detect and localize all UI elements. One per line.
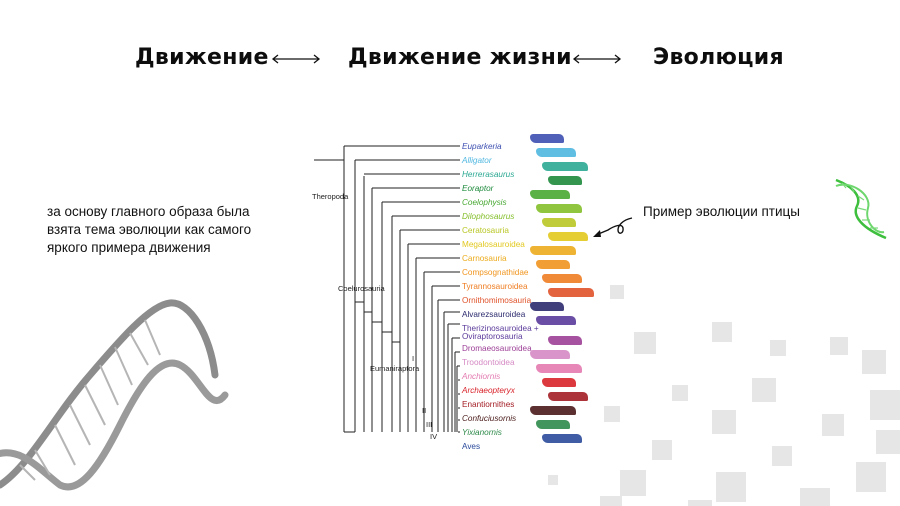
clade-label-roman-i: I (412, 354, 415, 363)
clade-label-coelurosauria: Coelurosauria (338, 284, 385, 293)
curly-arrow-icon (593, 217, 633, 237)
animal-silhouette-icon (536, 420, 570, 429)
taxon-label: Oviraptorosauria (462, 332, 523, 341)
taxon-label: Alvarezsauroidea (462, 310, 526, 319)
taxon-label: Alligator (462, 156, 492, 165)
taxon-label: Megalosauroidea (462, 240, 525, 249)
taxon-label: Coelophysis (462, 198, 507, 207)
animal-silhouette-icon (530, 302, 564, 311)
animal-silhouette-icon (542, 274, 582, 283)
animal-silhouette-icon (548, 336, 582, 345)
taxon-label: Aves (462, 442, 481, 451)
animal-silhouette-icon (530, 134, 564, 143)
taxon-label: Ceratosauria (462, 226, 509, 235)
taxon-label: Tyrannosauroidea (462, 282, 528, 291)
animal-silhouette-icon (530, 350, 570, 359)
animal-silhouette-icon (536, 148, 576, 157)
clade-label-roman-iv: IV (430, 432, 438, 441)
taxon-label: Eoraptor (462, 184, 494, 193)
clade-label-theropoda: Theropoda (312, 192, 349, 201)
taxon-label: Carnosauria (462, 254, 507, 263)
taxon-label: Ornithomimosauria (462, 296, 532, 305)
concept-description: за основу главного образа была взята тем… (47, 204, 252, 255)
taxon-label: Therizinosauroidea + (462, 324, 539, 333)
taxon-label: Anchiornis (462, 372, 501, 381)
animal-silhouette-icon (542, 218, 576, 227)
clade-label-roman-iii: III (426, 420, 433, 429)
animal-silhouettes (512, 132, 597, 482)
double-arrow-icon (572, 54, 622, 64)
clade-label-roman-ii: II (422, 406, 427, 415)
animal-silhouette-icon (548, 232, 588, 241)
dna-helix-gray-icon (0, 299, 229, 491)
animal-silhouette-icon (542, 434, 582, 443)
heading-movement: Движение (135, 45, 269, 70)
bird-evolution-caption: Пример эволюции птицы (643, 204, 800, 219)
heading-evolution: Эволюция (653, 45, 784, 70)
animal-silhouette-icon (536, 364, 582, 373)
tree-branches (314, 145, 460, 433)
animal-silhouette-icon (536, 260, 570, 269)
clade-label-eumaniraptora: Eumaniraptora (370, 364, 420, 373)
animal-silhouette-icon (530, 190, 570, 199)
animal-silhouette-icon (548, 392, 588, 401)
animal-silhouette-icon (548, 176, 582, 185)
dna-helix-green-icon (835, 178, 887, 240)
taxon-label: Enantiornithes (462, 400, 515, 409)
taxon-label: Dilophosaurus (462, 212, 515, 221)
animal-silhouette-icon (530, 246, 576, 255)
animal-silhouette-icon (530, 406, 576, 415)
taxon-label: Archaeopteryx (462, 386, 515, 395)
taxon-label: Euparkeria (462, 142, 502, 151)
taxon-label: Troodontoidea (462, 358, 515, 367)
taxon-label: Yixianornis (462, 428, 502, 437)
animal-silhouette-icon (542, 162, 588, 171)
animal-silhouette-icon (548, 288, 594, 297)
double-arrow-icon (271, 54, 321, 64)
animal-silhouette-icon (542, 378, 576, 387)
taxon-label: Confuciusornis (462, 414, 517, 423)
phylogenetic-tree: Theropoda Coelurosauria I Eumaniraptora … (300, 132, 600, 482)
taxon-label: Compsognathidae (462, 268, 529, 277)
taxon-label: Herrerasaurus (462, 170, 515, 179)
heading-movement-of-life: Движение жизни (348, 45, 572, 70)
animal-silhouette-icon (536, 204, 582, 213)
taxon-label: Dromaeosauroidea (462, 344, 532, 353)
animal-silhouette-icon (536, 316, 576, 325)
